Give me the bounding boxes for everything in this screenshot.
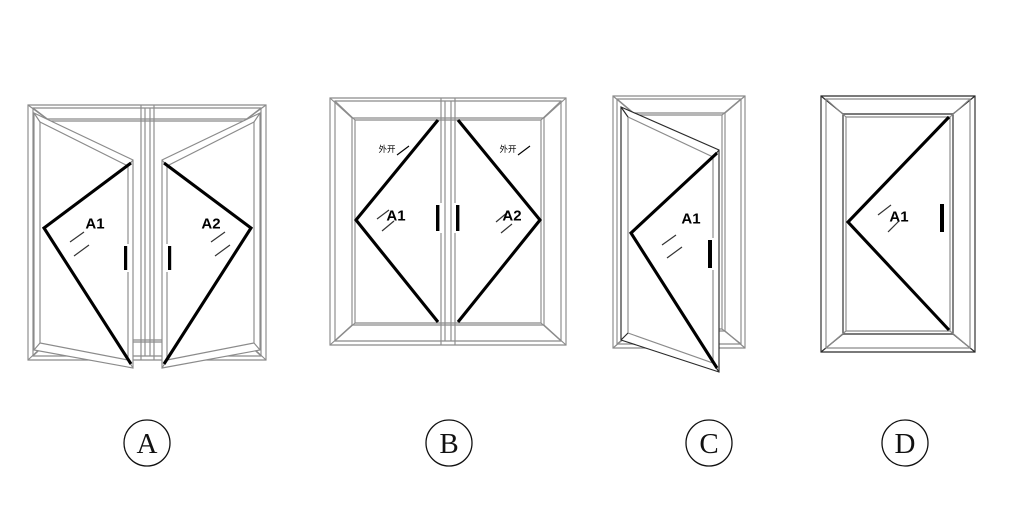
handle-b1[interactable] — [436, 205, 440, 231]
sash-label-b2: A2 — [502, 208, 521, 225]
sash-label-a2: A2 — [201, 216, 220, 233]
option-letter-b: B — [439, 428, 458, 460]
handle-b2[interactable] — [456, 205, 460, 231]
sash-label-b1: A1 — [386, 208, 405, 225]
handle-a2[interactable] — [168, 246, 172, 270]
sash-b2[interactable]: A2 外开 — [454, 119, 542, 323]
glass-hatch-b1 — [376, 209, 395, 232]
option-circle-a — [123, 419, 171, 467]
option-label-b[interactable]: B — [425, 419, 473, 467]
handle-a1[interactable] — [124, 246, 128, 270]
sash-b1[interactable]: A1 外开 — [354, 119, 442, 323]
frame-b — [329, 97, 567, 346]
option-letter-a: A — [137, 428, 158, 460]
option-label-d[interactable]: D — [881, 419, 929, 467]
glass-hatch-d1 — [877, 204, 900, 233]
glass-hatch-a2 — [210, 231, 231, 257]
option-label-c[interactable]: C — [685, 419, 733, 467]
option-letter-c: C — [699, 428, 718, 460]
sash-a1[interactable]: A1 — [33, 112, 134, 369]
option-circle-b — [425, 419, 473, 467]
sash-label-d1: A1 — [889, 209, 908, 226]
option-circle-d — [881, 419, 929, 467]
sash-label-a1: A1 — [85, 216, 104, 233]
handle-d1[interactable] — [940, 204, 944, 232]
frame-d — [820, 95, 976, 353]
annotation-b1-outward: 外开 — [378, 144, 396, 155]
sash-label-c1: A1 — [681, 211, 700, 228]
sash-a2[interactable]: A2 — [161, 112, 261, 369]
option-label-a[interactable]: A — [123, 419, 171, 467]
sash-c1[interactable]: A1 — [620, 106, 720, 373]
annotation-b2-outward: 外开 — [499, 144, 517, 155]
handle-c1[interactable] — [708, 240, 712, 268]
option-circle-c — [685, 419, 733, 467]
glass-hatch-a1 — [69, 231, 90, 257]
option-letter-d: D — [895, 428, 916, 460]
glass-hatch-c1 — [661, 234, 683, 259]
glass-hatch-b2 — [495, 211, 513, 234]
sash-d1[interactable]: A1 — [845, 115, 951, 332]
